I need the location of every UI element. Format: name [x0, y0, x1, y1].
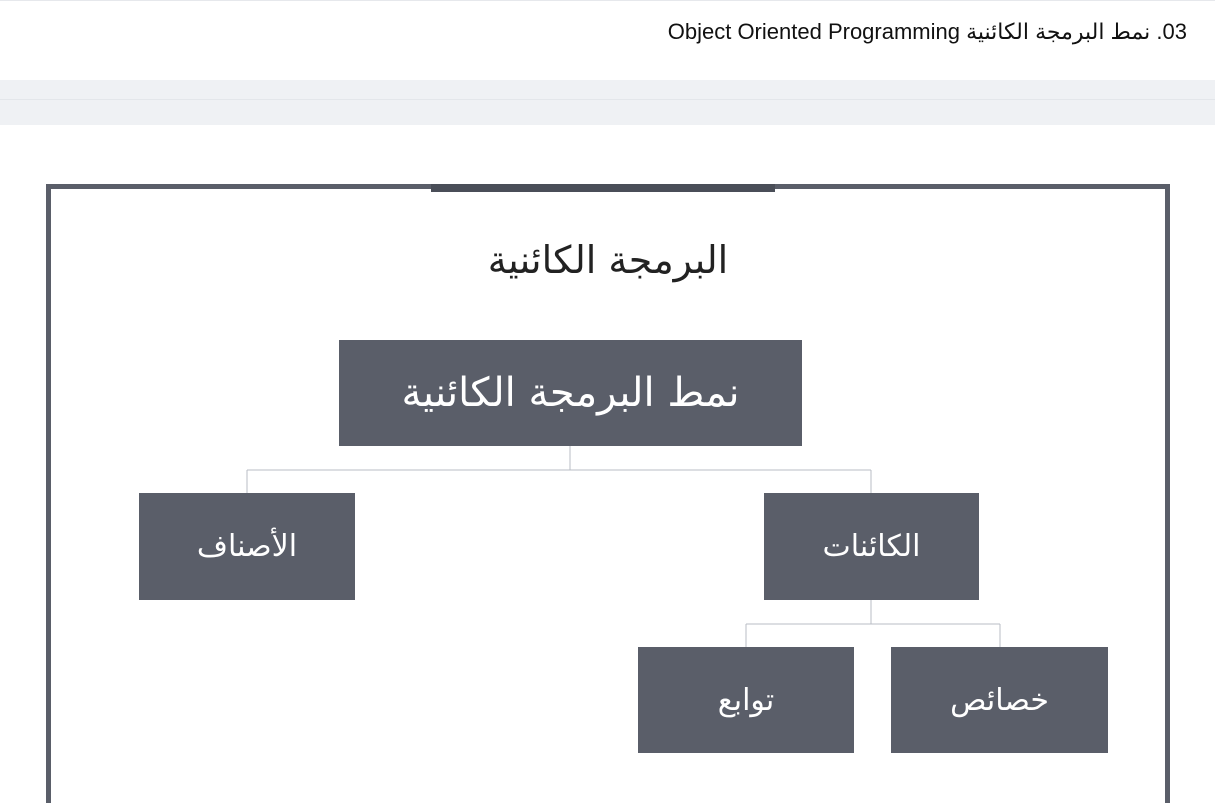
page-title: 03. نمط البرمجة الكائنية Object Oriented… [667, 19, 1187, 44]
slide-title: البرمجة الكائنية [487, 238, 729, 282]
node-objects-label: الكائنات [822, 529, 921, 564]
toolbar-band-lower [0, 100, 1215, 125]
node-properties: خصائص [891, 647, 1108, 753]
node-functions: توابع [638, 647, 854, 753]
node-properties-label: خصائص [950, 682, 1049, 718]
page-header: 03. نمط البرمجة الكائنية Object Oriented… [0, 0, 1215, 81]
toolbar-band [0, 80, 1215, 99]
divider [0, 99, 1215, 100]
node-root: نمط البرمجة الكائنية [339, 340, 802, 446]
node-classes-label: الأصناف [196, 529, 298, 564]
node-objects: الكائنات [764, 493, 979, 600]
node-classes: الأصناف [139, 493, 355, 600]
slide-tab-accent [431, 184, 775, 192]
node-functions-label: توابع [717, 682, 775, 718]
node-root-label: نمط البرمجة الكائنية [401, 370, 740, 416]
